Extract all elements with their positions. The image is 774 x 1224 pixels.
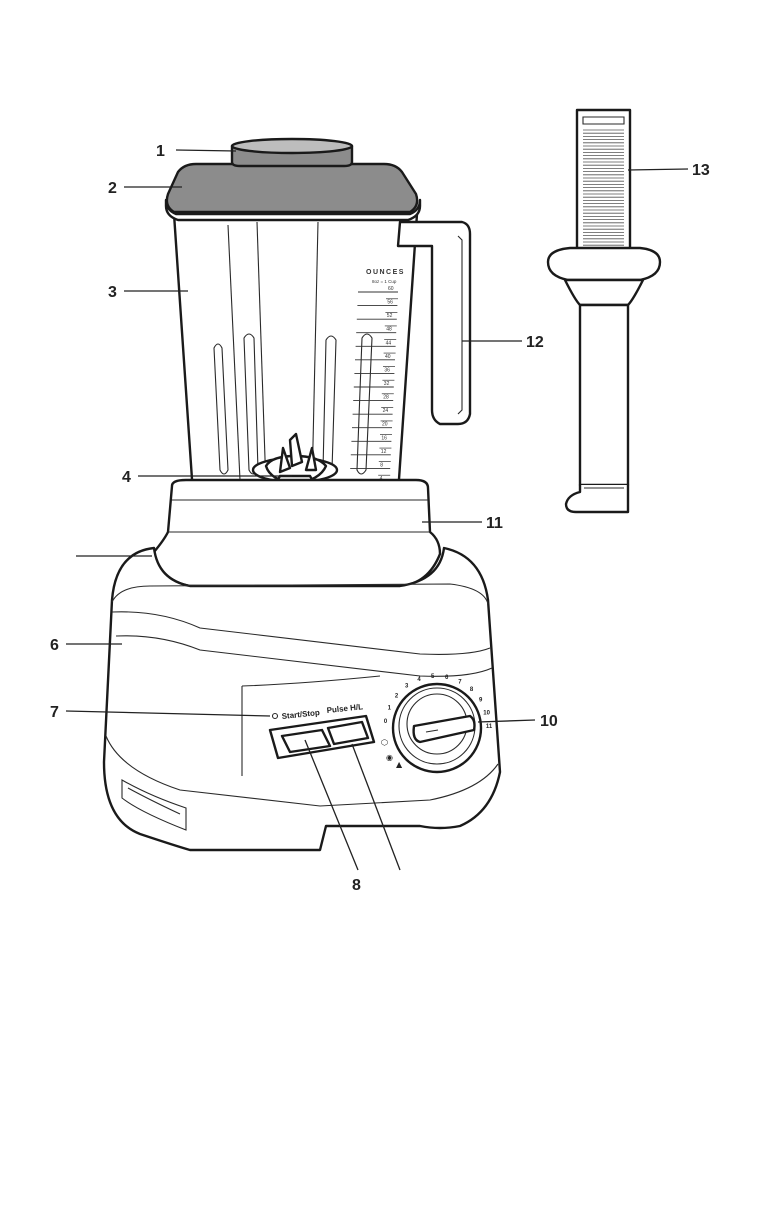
callout-4: 4 [122, 469, 131, 486]
callout-13: 13 [692, 162, 710, 179]
jar-scale-title: OUNCES [366, 269, 405, 276]
jar-scale-label: 48 [386, 327, 392, 333]
callout-8: 8 [352, 877, 361, 894]
blender-jar: OUNCES 8oz = 1 Cup 60 56 52 48 44 40 36 32 28 24 20 1… [174, 214, 470, 514]
ice-crush-icon: ⬡ [381, 738, 388, 747]
jar-scale-label: 32 [384, 381, 390, 387]
jar-scale-label: 20 [382, 422, 388, 428]
jar-scale-label: 36 [384, 367, 390, 373]
callout-6: 6 [50, 637, 59, 654]
jar-scale-label: 24 [383, 408, 389, 414]
dial-number: 11 [486, 724, 493, 730]
blender-lid [166, 139, 420, 220]
callout-7: 7 [50, 704, 59, 721]
soup-icon: ◉ [386, 753, 393, 762]
jar-scale-label: 8 [380, 462, 383, 468]
callout-1: 1 [156, 143, 165, 160]
jar-scale-label: 40 [385, 354, 391, 360]
jar-scale-label: 60 [388, 286, 394, 292]
callout-2: 2 [108, 180, 117, 197]
callout-3: 3 [108, 284, 117, 301]
cleaning-icon: ▲ [396, 760, 403, 769]
dial-number: 10 [483, 710, 490, 716]
jar-scale-subtitle: 8oz = 1 Cup [372, 279, 397, 284]
jar-scale-label: 44 [386, 340, 392, 346]
jar-scale-label: 28 [383, 395, 389, 401]
callout-12: 12 [526, 334, 544, 351]
jar-pad [154, 480, 440, 586]
jar-scale-label: 12 [381, 449, 387, 455]
jar-scale-label: 16 [381, 435, 387, 441]
callout-10: 10 [540, 713, 558, 730]
jar-scale-label: 52 [387, 313, 393, 319]
jar-scale-label: 56 [387, 300, 393, 306]
callout-11: 11 [486, 515, 503, 532]
